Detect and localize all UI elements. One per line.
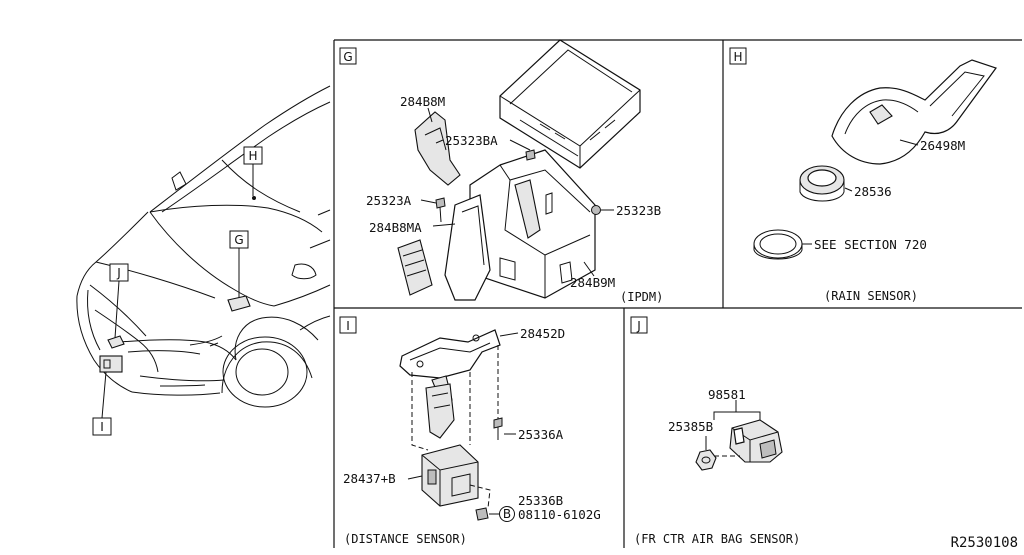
panel-i: I: [339, 316, 601, 546]
panel-g-letter: G: [343, 50, 352, 64]
part-26498m: 26498M: [920, 138, 965, 153]
car-callouts: H G J I: [92, 146, 263, 436]
callout-h: H: [248, 149, 257, 163]
panel-i-caption: (DISTANCE SENSOR): [344, 532, 467, 546]
part-25323b: 25323B: [616, 203, 661, 218]
part-284b9m: 284B9M: [570, 275, 615, 290]
part-25385b: 25385B: [668, 419, 713, 434]
panel-j-letter: J: [636, 319, 641, 333]
part-25336a: 25336A: [518, 427, 564, 442]
ipdm-bolts: [435, 149, 601, 223]
rain-sensor-ring: [753, 229, 803, 260]
part-28452d: 28452D: [520, 326, 565, 341]
part-284b8ma: 284B8MA: [369, 220, 422, 235]
panel-g: G: [339, 39, 663, 304]
part-25323ba: 25323BA: [445, 133, 498, 148]
callout-i: I: [100, 420, 104, 434]
air-bag-sensor: [729, 419, 783, 463]
panel-h-letter: H: [733, 50, 742, 64]
bracket-284b9m: [444, 194, 491, 301]
part-284b8m: 284B8M: [400, 94, 445, 109]
diagram-code: R2530108: [951, 535, 1018, 551]
panel-g-caption: (IPDM): [620, 290, 663, 304]
bracket-284b8ma: [397, 239, 433, 296]
rain-sensor-unit: [799, 165, 845, 202]
distance-bolts: [475, 417, 503, 521]
bracket-284b8m: [414, 111, 461, 186]
part-98581: 98581: [708, 387, 746, 402]
part-28437-b: 28437+B: [343, 471, 396, 486]
see-section-720: SEE SECTION 720: [814, 237, 927, 252]
car-overview: [76, 85, 331, 408]
callout-j: J: [116, 266, 121, 280]
part-28536: 28536: [854, 184, 892, 199]
distance-sensor-unit: [421, 444, 479, 507]
air-bag-nut: [695, 449, 717, 471]
panel-frames: [333, 39, 1022, 548]
rain-sensor-cover: [831, 59, 997, 165]
part-25336b: 25336B: [518, 493, 563, 508]
callout-g: G: [234, 233, 243, 247]
panel-h: H 26498M 28536 SEE SECTION 720 (RAIN SEN…: [729, 47, 997, 303]
ipdm-cover: [499, 39, 641, 169]
panel-j: J 98581 25385B (FR CTR AIR BAG SENSOR): [630, 316, 800, 546]
bolt-marker-b: B: [503, 507, 511, 521]
part-25323a: 25323A: [366, 193, 412, 208]
panel-i-letter: I: [346, 319, 350, 333]
panel-h-caption: (RAIN SENSOR): [824, 289, 918, 303]
part-08110-6102g: 08110-6102G: [518, 507, 601, 522]
panel-j-caption: (FR CTR AIR BAG SENSOR): [634, 532, 800, 546]
